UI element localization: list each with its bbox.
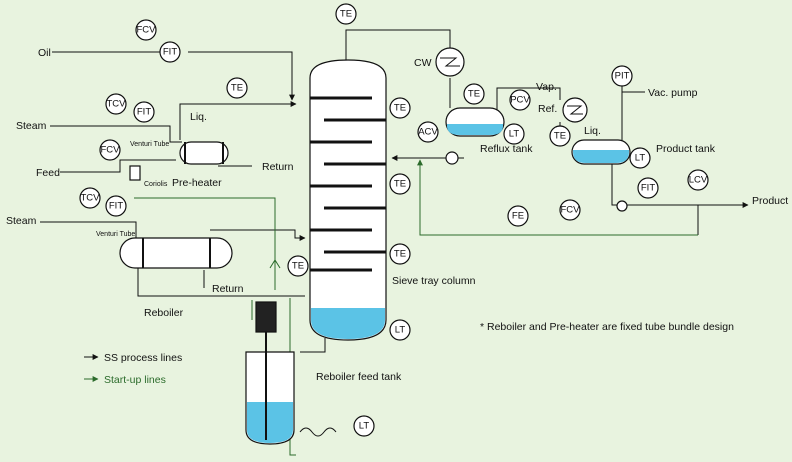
label-coriolis: Coriolis: [144, 181, 168, 188]
svg-text:LCV: LCV: [689, 175, 708, 186]
svg-text:FCV: FCV: [101, 145, 121, 156]
instrument-tcv-steam-top: TCV: [105, 93, 127, 115]
label-product-tank: Product tank: [656, 143, 716, 155]
label-vac-pump: Vac. pump: [648, 87, 698, 99]
label-venturi-tube-top: Venturi Tube: [130, 141, 169, 148]
label-liq-right: Liq.: [584, 125, 601, 137]
svg-text:TE: TE: [231, 83, 243, 94]
svg-text:LT: LT: [635, 153, 646, 164]
label-reboiler-feed-tank: Reboiler feed tank: [316, 371, 402, 383]
startup-lines: [134, 159, 698, 456]
label-product: Product: [752, 195, 788, 207]
label-return-bottom: Return: [212, 283, 244, 295]
svg-text:FIT: FIT: [163, 47, 177, 58]
process-lines: [40, 29, 749, 353]
label-return-top: Return: [262, 161, 294, 173]
legend-startup-lines: Start-up lines: [84, 374, 166, 386]
svg-text:TCV: TCV: [81, 193, 101, 204]
instrument-pcv-reflux: PCV: [509, 89, 531, 111]
legend-ss-lines: SS process lines: [84, 352, 182, 364]
svg-text:ACV: ACV: [418, 127, 438, 138]
instrument-te-column-2: TE: [389, 173, 411, 195]
svg-text:LT: LT: [395, 325, 406, 336]
instrument-lt-reflux: LT: [503, 123, 525, 145]
label-vap: Vap.: [536, 81, 557, 93]
instrument-te-column-top: TE: [335, 3, 357, 25]
product-tank: [571, 139, 631, 212]
instrument-te-product: TE: [549, 125, 571, 147]
label-reboiler: Reboiler: [144, 307, 184, 319]
instrument-te-reflux: TE: [463, 83, 485, 105]
reboiler: [119, 237, 233, 269]
instrument-fit-oil: FIT: [159, 41, 181, 63]
svg-text:FE: FE: [512, 211, 524, 222]
label-ref: Ref.: [538, 103, 557, 115]
instrument-fcv-oil: FCV: [135, 19, 157, 41]
svg-text:FIT: FIT: [137, 107, 151, 118]
svg-text:PIT: PIT: [615, 71, 630, 82]
svg-text:TCV: TCV: [107, 99, 127, 110]
refrigerated-condenser: [562, 97, 588, 123]
instrument-fit-product: FIT: [637, 177, 659, 199]
instrument-te-preheater: TE: [226, 77, 248, 99]
svg-text:TE: TE: [394, 249, 406, 260]
svg-text:LT: LT: [509, 129, 520, 140]
label-feed: Feed: [36, 167, 60, 179]
design-note: * Reboiler and Pre-heater are fixed tube…: [480, 321, 734, 333]
svg-text:PCV: PCV: [510, 95, 530, 106]
instrument-te-reboiler: TE: [287, 255, 309, 277]
instrument-acv-reflux: ACV: [417, 121, 439, 143]
instrument-fit-steam-bottom: FIT: [105, 195, 127, 217]
label-steam-top: Steam: [16, 120, 47, 132]
instrument-te-column-1: TE: [389, 97, 411, 119]
label-cw: CW: [414, 57, 432, 69]
svg-text:TE: TE: [468, 89, 480, 100]
label-oil: Oil: [38, 47, 51, 59]
instrument-fe-reflux: FE: [507, 205, 529, 227]
reflux-tank: [445, 107, 505, 165]
label-venturi-tube-bottom: Venturi Tube: [96, 231, 135, 238]
svg-text:FCV: FCV: [561, 205, 581, 216]
reboiler-feed-tank: [245, 301, 337, 445]
instrument-lcv-product: LCV: [687, 169, 709, 191]
instrument-lt-feed-tank: LT: [353, 415, 375, 437]
instrument-fit-steam-top: FIT: [133, 101, 155, 123]
svg-text:TE: TE: [340, 9, 352, 20]
instrument-lt-product: LT: [629, 147, 651, 169]
label-liq-top: Liq.: [190, 111, 207, 123]
label-pre-heater: Pre-heater: [172, 177, 222, 189]
instrument-fcv-reflux: FCV: [559, 199, 581, 221]
label-reflux-tank: Reflux tank: [480, 143, 533, 155]
column-trays: [310, 96, 386, 272]
instrument-te-column-3: TE: [389, 243, 411, 265]
pre-heater: [129, 141, 229, 181]
svg-text:TE: TE: [292, 261, 304, 272]
sieve-tray-column: [309, 59, 387, 341]
label-sieve-tray-column: Sieve tray column: [392, 275, 476, 287]
svg-text:TE: TE: [394, 103, 406, 114]
svg-text:FIT: FIT: [641, 183, 655, 194]
svg-text:FCV: FCV: [137, 25, 157, 36]
svg-text:FIT: FIT: [109, 201, 123, 212]
svg-text:SS process lines: SS process lines: [104, 352, 182, 364]
instrument-fcv-feed: FCV: [99, 139, 121, 161]
svg-text:LT: LT: [359, 421, 370, 432]
svg-text:TE: TE: [394, 179, 406, 190]
condenser: [435, 47, 465, 77]
svg-text:TE: TE: [554, 131, 566, 142]
legend: SS process lines Start-up lines: [84, 352, 182, 386]
svg-text:Start-up lines: Start-up lines: [104, 374, 166, 386]
instrument-pit-product: PIT: [611, 65, 633, 87]
label-steam-bottom: Steam: [6, 215, 37, 227]
instrument-tcv-steam-bottom: TCV: [79, 187, 101, 209]
instrument-lt-column: LT: [389, 319, 411, 341]
